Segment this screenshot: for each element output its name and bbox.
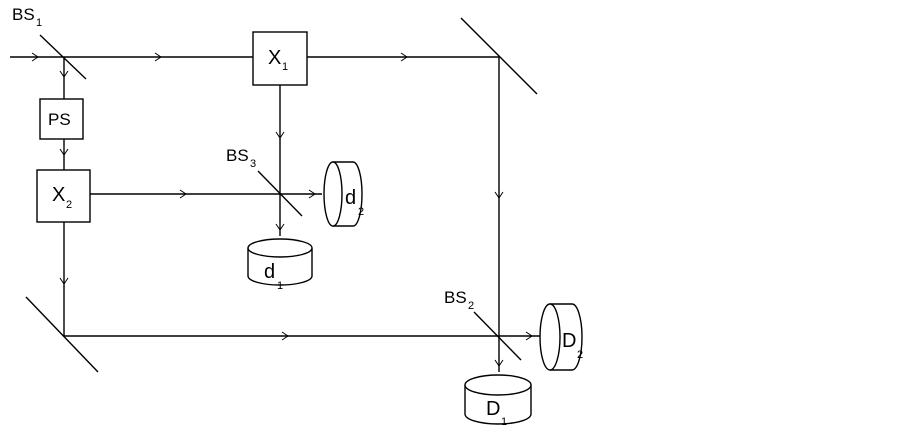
arrow-x2-2 (308, 189, 316, 199)
detector-D2: D 2 (539, 303, 583, 371)
arrow-top-1 (154, 52, 162, 62)
beam-splitter-bs2 (473, 311, 522, 361)
arrow-bottom-1 (281, 331, 289, 341)
arrow-input (31, 52, 39, 62)
arrow-left-1 (59, 70, 69, 78)
label-bs2: BS 2 (444, 288, 474, 312)
svg-text:BS: BS (12, 5, 35, 24)
mirrors (25, 17, 538, 373)
beam-splitter-bs1 (39, 34, 87, 80)
svg-text:2: 2 (358, 206, 364, 218)
detector-D1: D 1 (464, 374, 532, 428)
arrow-right-1 (494, 191, 504, 199)
arrow-left-3 (59, 277, 69, 285)
mirror-top-right (460, 17, 538, 95)
svg-text:BS: BS (226, 146, 249, 165)
svg-text:2: 2 (468, 300, 474, 312)
svg-text:2: 2 (577, 349, 583, 361)
svg-text:d: d (264, 261, 275, 283)
mirror-bottom-left (25, 296, 99, 373)
detector-d2: d 2 (323, 161, 364, 227)
detector-d1: d 1 (247, 238, 313, 292)
arrow-x2-1 (179, 189, 187, 199)
svg-text:d: d (345, 187, 356, 209)
svg-text:X: X (52, 184, 65, 206)
arrow-top-2 (400, 52, 408, 62)
svg-text:BS: BS (444, 288, 467, 307)
arrow-left-2 (59, 148, 69, 156)
svg-text:D: D (562, 330, 576, 352)
svg-text:1: 1 (282, 61, 288, 73)
svg-text:3: 3 (250, 158, 256, 170)
beam-arrows (31, 52, 533, 367)
beam-splitter-bs3 (257, 170, 303, 217)
svg-text:PS: PS (48, 110, 71, 129)
svg-text:2: 2 (66, 199, 72, 211)
svg-text:X: X (268, 47, 281, 69)
arrow-right-2 (494, 359, 504, 367)
svg-text:1: 1 (277, 280, 283, 292)
svg-text:D: D (486, 398, 500, 420)
x2-box: X 2 (36, 169, 91, 223)
label-bs3: BS 3 (226, 146, 256, 170)
svg-text:1: 1 (36, 17, 42, 29)
arrow-x1-2 (275, 223, 285, 231)
label-bs1: BS 1 (12, 5, 42, 29)
ps-box: PS (39, 98, 84, 140)
arrow-x1-1 (275, 131, 285, 139)
x1-box: X 1 (252, 31, 308, 86)
arrow-bottom-2 (525, 331, 533, 341)
svg-text:1: 1 (501, 416, 507, 428)
